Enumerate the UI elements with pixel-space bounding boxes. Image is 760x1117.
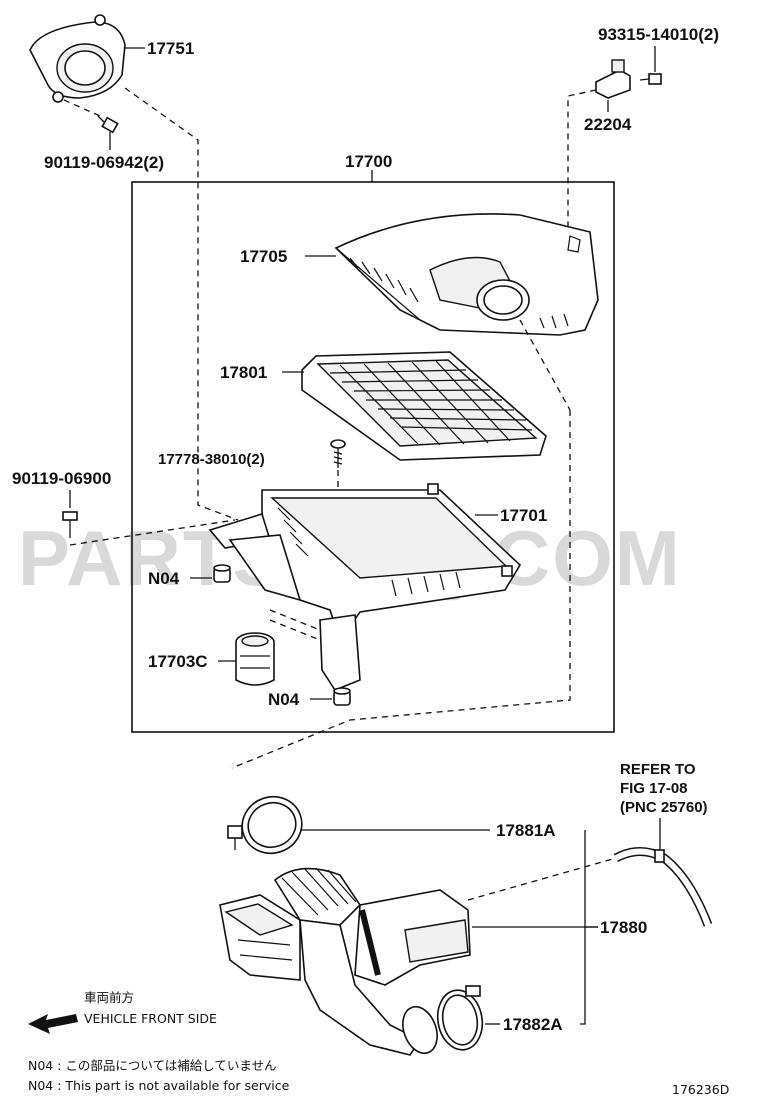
front-side-en: VEHICLE FRONT SIDE	[84, 1011, 217, 1026]
dash-case-inlet	[231, 410, 571, 769]
dash-hose-inlet	[467, 857, 617, 901]
part-17882a-clamp[interactable]	[433, 985, 487, 1053]
bolt-93315-icon[interactable]	[639, 73, 662, 85]
label-17778-38010: 17778-38010(2)	[158, 451, 265, 468]
label-17705: 17705	[240, 247, 287, 266]
dash-22204-cover	[567, 89, 597, 245]
dash-17751-bolt	[63, 99, 101, 117]
front-side-jp: 車両前方	[84, 990, 134, 1005]
label-17882a: 17882A	[503, 1015, 563, 1034]
assembly-frame	[131, 181, 615, 733]
dash-17751-case	[124, 87, 239, 521]
dash-bolt-case	[69, 519, 236, 546]
sensor-22204-icon[interactable]	[595, 59, 631, 99]
note-en: N04 : This part is not available for ser…	[28, 1078, 290, 1093]
label-17700: 17700	[345, 152, 392, 171]
label-90119-06900: 90119-06900	[12, 469, 111, 488]
part-17705-upper-cover[interactable]	[334, 213, 599, 336]
part-17880-inlet[interactable]	[219, 867, 471, 1058]
grommet-n04-a-icon[interactable]	[213, 564, 231, 583]
part-17701-lower-case[interactable]	[208, 483, 522, 691]
label-90119-06942: 90119-06942(2)	[44, 153, 164, 172]
refer-line2: FIG 17-08	[620, 780, 688, 797]
label-17801: 17801	[220, 363, 267, 382]
part-17751-duct[interactable]	[29, 14, 126, 103]
label-n04-b: N04	[268, 690, 300, 709]
part-17801-filter[interactable]	[301, 351, 547, 461]
label-17701: 17701	[500, 506, 547, 525]
part-17881a-clamp[interactable]	[227, 788, 310, 861]
bolt-90119-06900-icon[interactable]	[62, 511, 78, 538]
label-17880: 17880	[600, 918, 647, 937]
bolt-90119-06942-icon[interactable]	[97, 115, 119, 134]
refer-line3: (PNC 25760)	[620, 799, 708, 816]
label-22204: 22204	[584, 115, 632, 134]
front-arrow-icon	[28, 1014, 78, 1034]
figure-id: 176236D	[672, 1082, 729, 1097]
refer-line1: REFER TO	[620, 761, 696, 778]
label-n04-a: N04	[148, 569, 180, 588]
label-17751: 17751	[147, 39, 194, 58]
label-17881a: 17881A	[496, 821, 556, 840]
breather-hose-icon[interactable]	[613, 847, 713, 927]
label-93315-14010: 93315-14010(2)	[598, 25, 719, 44]
label-17703c: 17703C	[148, 652, 208, 671]
note-jp: N04 : この部品については補給していません	[28, 1058, 277, 1073]
screw-17778-icon[interactable]	[330, 439, 346, 468]
dash-cap-case	[269, 609, 321, 641]
bracket-line	[580, 830, 586, 1025]
part-17703c-cap[interactable]	[235, 632, 275, 686]
grommet-n04-b-icon[interactable]	[333, 687, 351, 706]
